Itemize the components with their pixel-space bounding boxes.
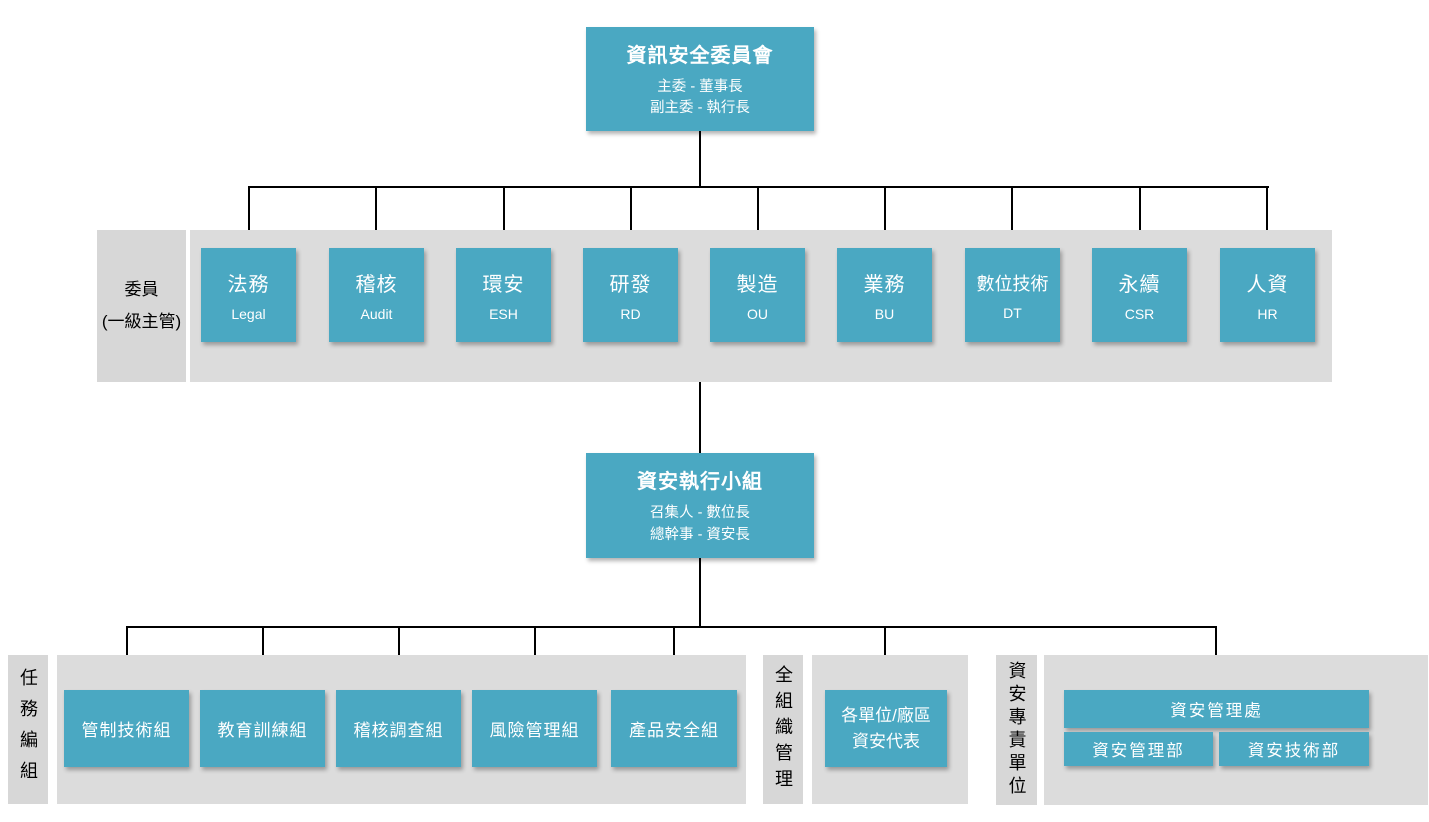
node-member-ou: 製造 OU — [710, 248, 805, 342]
node-role-line: 總幹事 - 資安長 — [650, 526, 750, 543]
node-title: 資訊安全委員會 — [626, 44, 774, 67]
member-name-zh: 永續 — [1118, 274, 1161, 296]
member-name-zh: 法務 — [227, 274, 270, 296]
task-group-label-panel — [8, 655, 48, 804]
connector-line — [375, 186, 377, 248]
node-info-security-committee: 資訊安全委員會 主委 - 董事長 副主委 - 執行長 — [586, 27, 814, 131]
node-role-line: 副主委 - 執行長 — [650, 100, 750, 116]
connector-line — [630, 186, 632, 248]
connector-line — [884, 186, 886, 248]
members-band-label-line: 委員 — [124, 279, 159, 299]
node-team-product-security: 產品安全組 — [611, 690, 737, 767]
node-team-education-training: 教育訓練組 — [200, 690, 325, 767]
team-name: 管制技術組 — [81, 721, 172, 740]
node-unit-site-representatives: 各單位/廠區 資安代表 — [825, 690, 947, 767]
connector-line — [1266, 186, 1268, 248]
org-wide-label-panel — [763, 655, 803, 804]
node-team-control-tech: 管制技術組 — [64, 690, 189, 767]
dedicated-unit-label-panel — [996, 655, 1037, 805]
member-name-zh: 人資 — [1246, 274, 1289, 296]
member-name-en: RD — [620, 306, 641, 322]
member-name-en: BU — [874, 306, 895, 322]
members-label-panel — [97, 230, 186, 382]
member-name-en: HR — [1257, 306, 1278, 322]
node-security-management-division: 資安管理處 — [1064, 690, 1369, 728]
rep-name-line: 各單位/廠區 — [841, 706, 931, 725]
member-name-en: Audit — [360, 306, 393, 322]
member-name-zh: 製造 — [736, 274, 779, 296]
node-member-hr: 人資 HR — [1220, 248, 1315, 342]
node-security-exec-team: 資安執行小組 召集人 - 數位長 總幹事 - 資安長 — [586, 453, 814, 558]
member-name-zh: 數位技術 — [976, 273, 1049, 294]
node-member-rd: 研發 RD — [583, 248, 678, 342]
dedicated-unit-label: 資安專責單位 — [1006, 661, 1027, 799]
dept-name: 資安管理部 — [1092, 742, 1185, 760]
node-member-esh: 環安 ESH — [456, 248, 551, 342]
division-name: 資安管理處 — [1170, 702, 1263, 720]
node-member-bu: 業務 BU — [837, 248, 932, 342]
dept-name: 資安技術部 — [1247, 742, 1341, 760]
node-role-line: 召集人 - 數位長 — [650, 505, 750, 522]
node-member-csr: 永續 CSR — [1092, 248, 1187, 342]
node-member-legal: 法務 Legal — [201, 248, 296, 342]
team-name: 產品安全組 — [629, 721, 719, 740]
member-name-en: CSR — [1124, 306, 1155, 322]
node-security-technology-dept: 資安技術部 — [1219, 732, 1369, 766]
connector-line — [1139, 186, 1141, 248]
rep-name-line: 資安代表 — [851, 731, 920, 751]
node-member-audit: 稽核 Audit — [329, 248, 424, 342]
connector-line — [699, 131, 701, 187]
node-roles: 主委 - 董事長 副主委 - 執行長 — [650, 77, 750, 119]
member-name-zh: 研發 — [609, 274, 652, 296]
node-role-line: 主委 - 董事長 — [657, 78, 743, 95]
connector-line — [757, 186, 759, 248]
node-member-dt: 數位技術 DT — [965, 248, 1060, 342]
member-name-zh: 業務 — [863, 274, 906, 296]
team-name: 教育訓練組 — [217, 721, 308, 740]
member-name-en: OU — [747, 306, 768, 322]
connector-line — [126, 626, 1217, 628]
connector-line — [503, 186, 505, 248]
node-title: 資安執行小組 — [637, 471, 763, 494]
member-name-en: ESH — [489, 306, 518, 322]
members-band-label: 委員 (一級主管) — [97, 230, 186, 382]
node-team-risk-management: 風險管理組 — [472, 690, 597, 767]
connector-line — [699, 381, 701, 453]
member-name-en: DT — [1003, 304, 1022, 321]
member-name-en: Legal — [231, 306, 266, 322]
node-roles: 召集人 - 數位長 總幹事 - 資安長 — [650, 503, 750, 545]
connector-line — [699, 558, 701, 628]
team-name: 風險管理組 — [489, 721, 580, 740]
members-band-label-line: (一級主管) — [101, 312, 182, 331]
dedicated-unit-panel — [1044, 655, 1428, 805]
task-group-label: 任務編組 — [18, 667, 38, 792]
member-name-zh: 稽核 — [355, 274, 398, 296]
node-security-management-dept: 資安管理部 — [1064, 732, 1213, 766]
member-name-zh: 環安 — [482, 274, 525, 296]
team-name: 稽核調查組 — [353, 721, 444, 740]
connector-line — [1011, 186, 1013, 248]
node-team-audit-investigation: 稽核調查組 — [336, 690, 461, 767]
connector-line — [248, 186, 250, 248]
rep-name: 各單位/廠區 資安代表 — [841, 703, 931, 754]
org-wide-label: 全組織管理 — [773, 664, 793, 795]
